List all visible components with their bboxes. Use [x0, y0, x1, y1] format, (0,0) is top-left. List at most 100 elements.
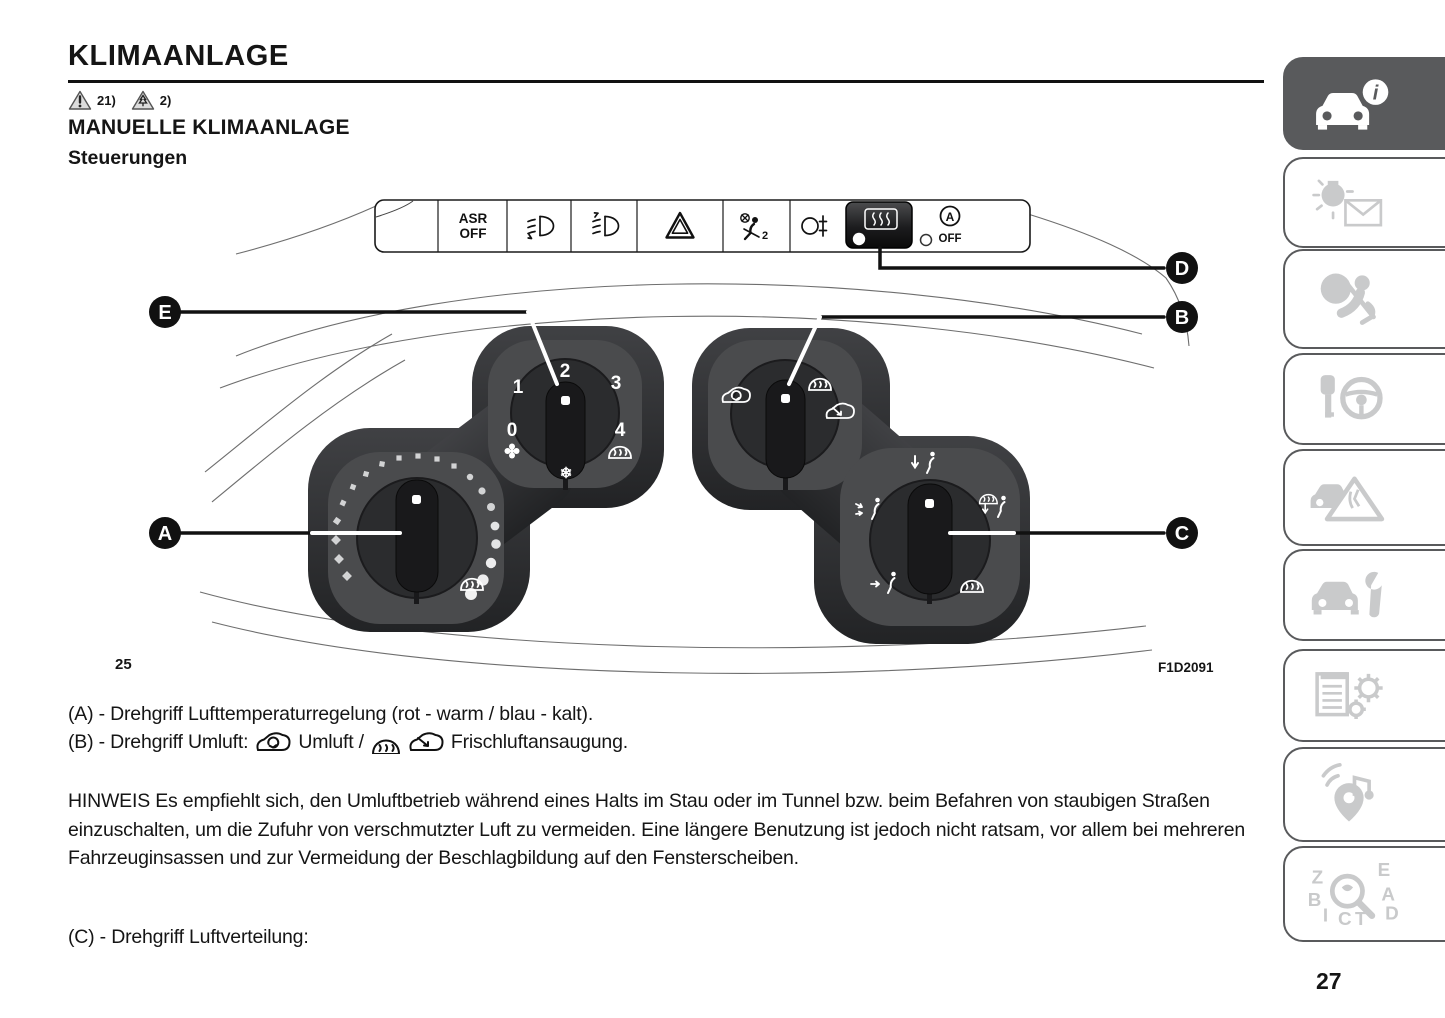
svg-text:A: A	[946, 210, 955, 224]
dashboard-outline	[199, 205, 1190, 674]
svg-text:E: E	[1378, 861, 1391, 880]
sidebar-tab-technical-data[interactable]	[1283, 649, 1445, 742]
car-wrench-icon	[1311, 571, 1382, 618]
svg-text:C: C	[1175, 523, 1189, 545]
knob-pointer	[561, 396, 570, 405]
svg-text:B: B	[1175, 307, 1189, 329]
svg-text:3: 3	[611, 373, 622, 394]
heated-rear-window-icon	[864, 208, 898, 230]
sidebar-tab-vehicle-info[interactable]: i	[1283, 57, 1445, 150]
figure-number: 25	[115, 656, 132, 673]
svg-text:i: i	[1373, 82, 1379, 104]
auto-off-button: A OFF	[939, 205, 962, 245]
svg-text:OFF: OFF	[460, 226, 487, 241]
left-control-cluster: 1 2 3 0 4 ❄	[308, 326, 664, 632]
fan-icon	[504, 443, 520, 459]
callout-lines	[179, 246, 1166, 535]
svg-text:2: 2	[762, 230, 768, 242]
hazard-lights-icon	[665, 211, 695, 239]
svg-text:A: A	[158, 523, 172, 545]
knob-pointer	[781, 394, 790, 403]
sidebar-tab-multimedia[interactable]	[1283, 747, 1445, 842]
temperature-knob	[328, 452, 504, 624]
annotation-b: (B) - Drehgriff Umluft: Umluft / Frischl…	[68, 730, 628, 754]
multimedia-icon	[1321, 762, 1374, 822]
warning-lights-icon	[1312, 179, 1383, 226]
sidebar-tab-safety[interactable]	[1283, 249, 1445, 349]
callout-d: D	[1166, 252, 1198, 284]
figure-code: F1D2091	[1158, 660, 1214, 675]
annotation-b-prefix: (B) - Drehgriff Umluft:	[68, 730, 249, 753]
subsection-title: Steuerungen	[68, 147, 188, 169]
passenger-airbag-off-icon: 2	[740, 213, 768, 242]
sidebar-tab-warning-lights[interactable]	[1283, 157, 1445, 248]
svg-text:E: E	[158, 302, 171, 324]
index-search-icon: Z E B A I C T D	[1308, 861, 1399, 927]
svg-text:2: 2	[560, 361, 571, 382]
sidebar-tab-index[interactable]: Z E B A I C T D	[1283, 846, 1445, 942]
page-title: KLIMAANLAGE	[68, 40, 289, 72]
page-number: 27	[1316, 968, 1342, 994]
dashboard-button-strip: ASR OFF 2	[374, 199, 1031, 253]
section-title: MANUELLE KLIMAANLAGE	[68, 116, 350, 139]
callout-e: E	[149, 296, 181, 328]
callout-b: B	[1166, 301, 1198, 333]
svg-text:4: 4	[615, 420, 626, 441]
footnote-warning-number: 21)	[97, 93, 116, 108]
annotation-a: (A) - Drehgriff Lufttemperaturregelung (…	[68, 703, 594, 725]
rear-fog-light-icon	[592, 212, 620, 237]
svg-text:D: D	[1385, 902, 1399, 923]
button-led-on	[852, 232, 866, 246]
ac-snowflake-icon: ❄	[560, 465, 573, 482]
footnote-refs: 21) 2)	[68, 90, 181, 111]
environment-triangle-icon	[131, 90, 154, 110]
warning-triangle-icon	[68, 90, 92, 110]
fresh-air-icon	[825, 402, 855, 419]
fresh-air-icon	[409, 732, 444, 751]
note-paragraph: HINWEIS Es empfiehlt sich, den Umluftbet…	[68, 790, 1245, 869]
knob-pointer	[925, 499, 934, 508]
svg-text:Z: Z	[1312, 867, 1324, 888]
annotation-b-suffix: Frischluftansaugung.	[450, 730, 628, 753]
footnote-environment-number: 2)	[159, 93, 172, 108]
svg-text:C: C	[1338, 908, 1352, 927]
svg-text:ASR: ASR	[459, 211, 488, 226]
safety-icon	[1320, 273, 1376, 325]
climate-controls-figure: ASR OFF 2	[149, 199, 1198, 674]
right-control-cluster	[692, 328, 1030, 644]
svg-text:0: 0	[507, 420, 518, 441]
fan-speed-knob: 1 2 3 0 4 ❄	[488, 340, 642, 490]
recirculation-icon	[721, 386, 751, 403]
air-distribution-knob	[840, 448, 1020, 626]
recirculation-icon	[256, 732, 291, 751]
callout-c: C	[1166, 517, 1198, 549]
emergency-icon	[1310, 476, 1385, 521]
heated-rear-window-button	[845, 201, 913, 249]
callout-a: A	[149, 517, 181, 549]
sidebar-tab-maintenance[interactable]	[1283, 549, 1445, 641]
floor-icon	[870, 570, 897, 594]
asr-off-button: ASR OFF	[459, 211, 488, 241]
button-led-off	[919, 233, 933, 247]
svg-text:I: I	[1323, 904, 1328, 925]
bilevel-icon	[855, 496, 881, 520]
recirculation-knob	[708, 340, 862, 490]
svg-text:T: T	[1355, 908, 1367, 927]
sidebar-tab-starting-driving[interactable]	[1283, 353, 1445, 445]
windshield-icon	[371, 739, 400, 754]
temperature-scale-dots	[331, 453, 501, 600]
technical-data-icon	[1315, 671, 1383, 719]
car-info-icon: i	[1316, 78, 1389, 130]
svg-text:D: D	[1175, 258, 1189, 280]
knob-pointer	[412, 495, 421, 504]
sidebar-tab-emergency[interactable]	[1283, 449, 1445, 546]
headlight-leveling-icon	[801, 215, 828, 237]
annotation-b-mid: Umluft /	[298, 730, 364, 753]
page-header: KLIMAANLAGE	[68, 40, 1264, 83]
front-fog-light-icon	[527, 215, 555, 240]
key-steering-wheel-icon	[1320, 375, 1383, 420]
svg-text:1: 1	[513, 377, 524, 398]
svg-text:B: B	[1308, 889, 1322, 910]
annotation-c: (C) - Drehgriff Luftverteilung:	[68, 926, 309, 948]
